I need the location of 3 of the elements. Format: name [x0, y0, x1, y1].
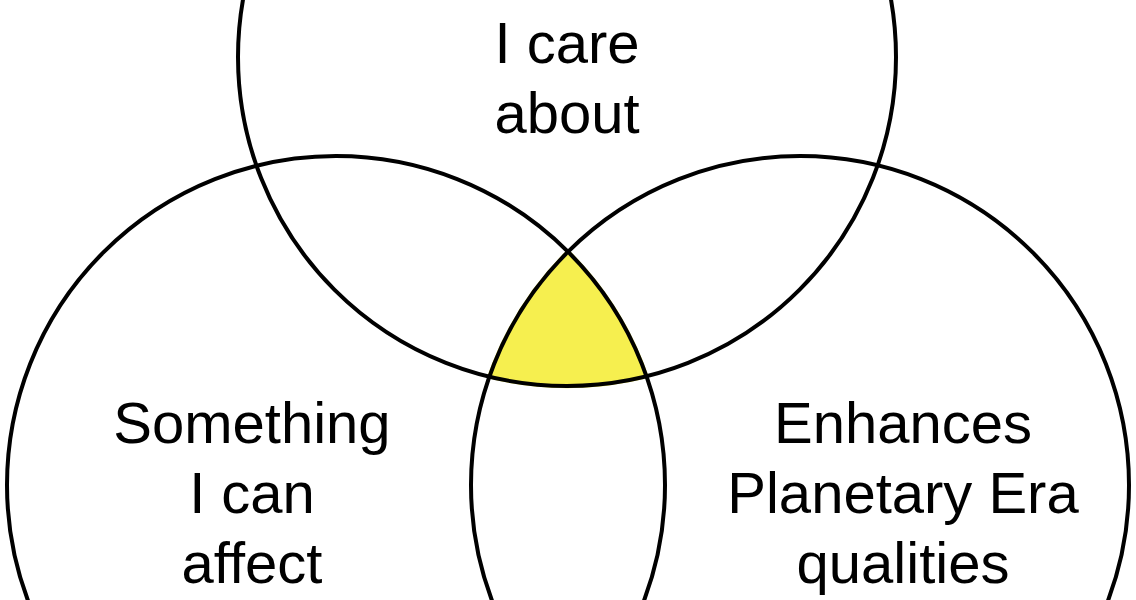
circle-label: I care about [493, 9, 641, 147]
circle-label: Enhances Planetary Era qualities [726, 389, 1080, 597]
circle-label: Something I can affect [112, 389, 392, 597]
